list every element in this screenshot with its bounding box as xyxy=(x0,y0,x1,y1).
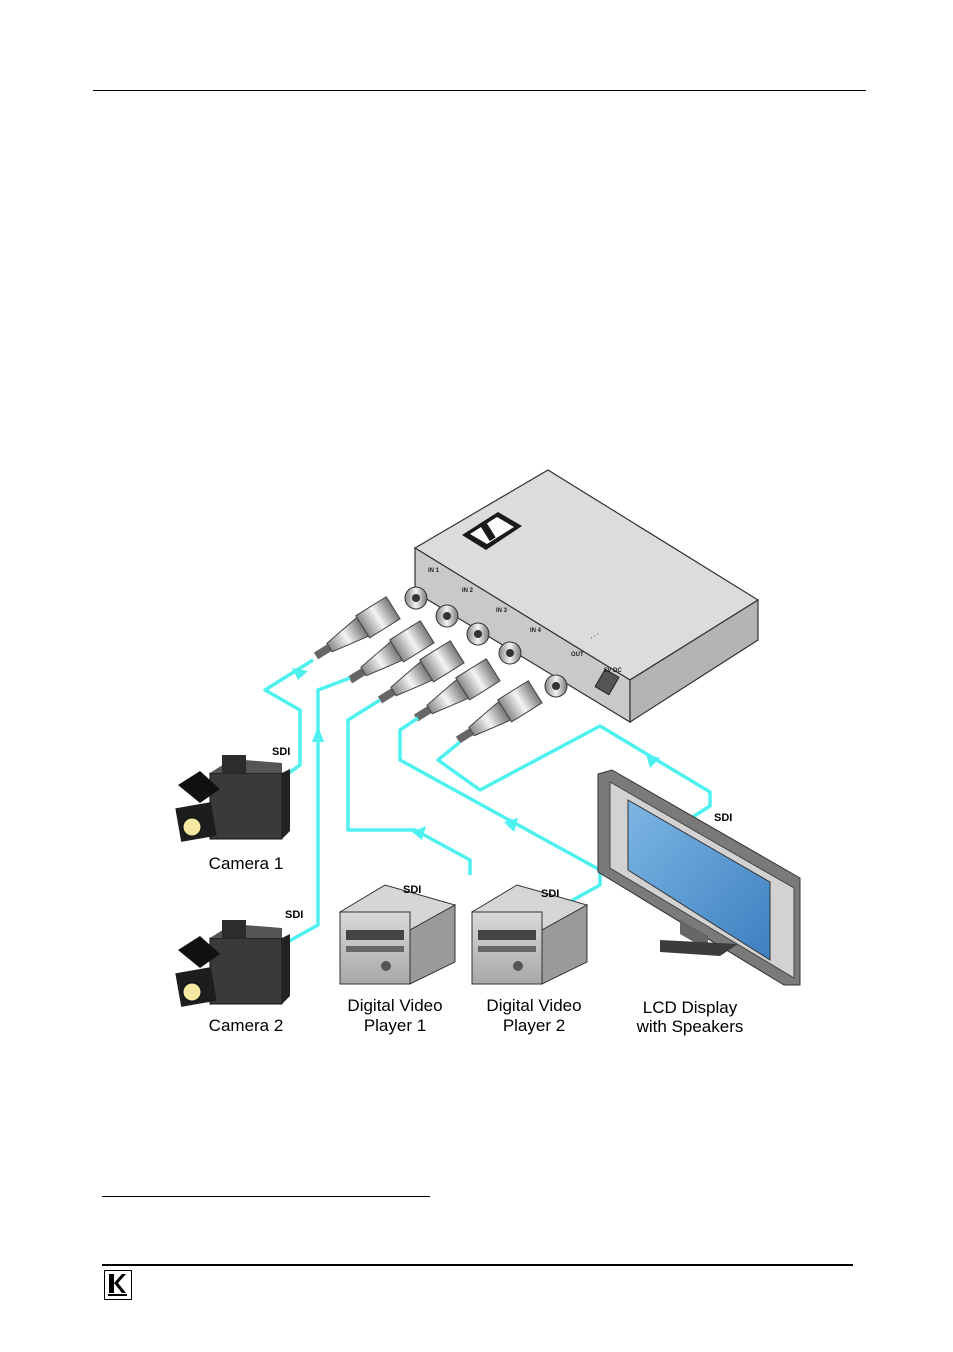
port-label-in4: IN 4 xyxy=(530,628,542,634)
lcd-display-icon xyxy=(598,770,800,1221)
player-2-icon xyxy=(472,885,587,984)
camera-1-icon xyxy=(175,755,290,842)
camera-2-icon xyxy=(175,920,290,1007)
player-1-label-line1: Digital Video xyxy=(347,996,442,1015)
sdi-label-player1: SDI xyxy=(403,884,421,896)
sdi-label-camera2: SDI xyxy=(285,909,303,921)
player-2-label-line2: Player 2 xyxy=(503,1016,565,1035)
player-1-label-line2: Player 1 xyxy=(364,1016,426,1035)
port-label-in1: IN 1 xyxy=(428,568,440,574)
camera-2-label: Camera 2 xyxy=(209,1016,284,1035)
port-label-in2: IN 2 xyxy=(462,588,474,594)
port-label-out: OUT xyxy=(571,652,584,658)
player-2-label-line1: Digital Video xyxy=(486,996,581,1015)
lcd-display-label-line1: LCD Display xyxy=(643,998,738,1017)
player-1-icon xyxy=(340,885,455,984)
port-label-in3: IN 3 xyxy=(496,608,508,614)
camera-1-label: Camera 1 xyxy=(209,854,284,873)
sdi-label-camera1: SDI xyxy=(272,746,290,758)
port-label-dc: 5V DC xyxy=(604,668,622,674)
lcd-display-label-line2: with Speakers xyxy=(636,1017,744,1036)
sdi-label-player2: SDI xyxy=(541,888,559,900)
sdi-label-display: SDI xyxy=(714,812,732,824)
kramer-footer-logo-icon xyxy=(104,1270,132,1300)
